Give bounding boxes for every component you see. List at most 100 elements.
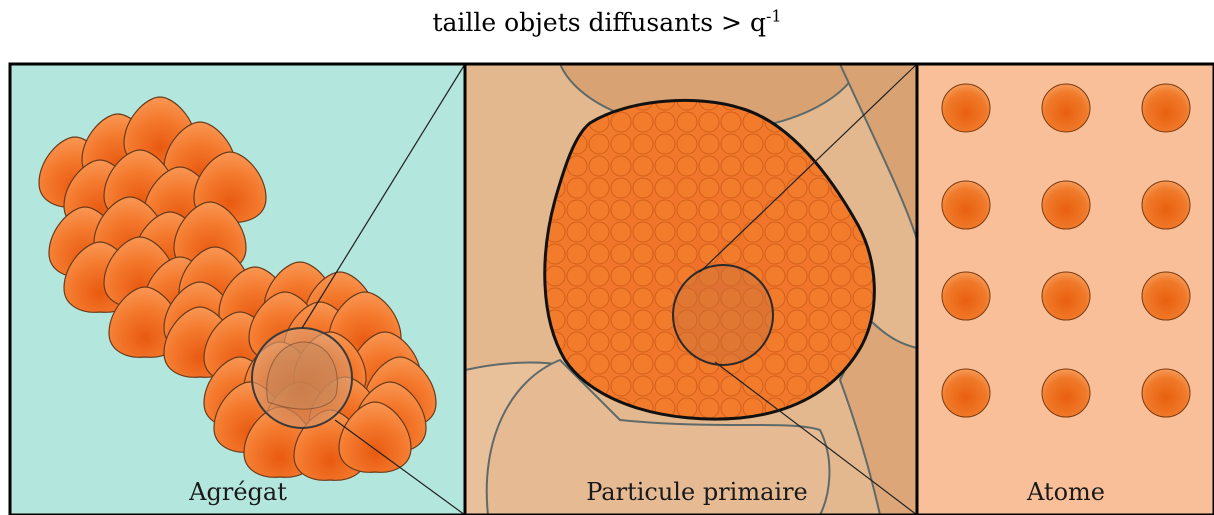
small-atom — [588, 265, 610, 287]
small-atom — [632, 133, 654, 155]
small-atom — [830, 287, 852, 309]
small-atom — [654, 100, 676, 111]
small-atom — [698, 243, 720, 265]
small-atom — [654, 331, 676, 353]
small-atom — [610, 243, 632, 265]
small-atom — [654, 353, 676, 375]
small-atom — [764, 309, 786, 331]
small-atom — [764, 243, 786, 265]
small-atom — [676, 397, 698, 419]
small-atom — [544, 265, 566, 287]
small-atom — [720, 287, 742, 309]
small-atom — [676, 309, 698, 331]
small-atom — [676, 331, 698, 353]
small-atom — [720, 199, 742, 221]
small-atom — [720, 309, 742, 331]
small-atom — [698, 397, 720, 419]
small-atom — [632, 177, 654, 199]
small-atom — [654, 221, 676, 243]
small-atom — [720, 133, 742, 155]
atom — [941, 180, 991, 230]
atom — [1141, 368, 1191, 418]
small-atom — [698, 221, 720, 243]
small-atom — [786, 287, 808, 309]
small-atom — [632, 375, 654, 397]
title-text: taille objets diffusants > q — [432, 8, 766, 37]
small-atom — [786, 177, 808, 199]
small-atom — [610, 155, 632, 177]
small-atom — [786, 353, 808, 375]
small-atom — [698, 331, 720, 353]
small-atom — [588, 133, 610, 155]
small-atom — [786, 221, 808, 243]
small-atom — [610, 133, 632, 155]
small-atom — [764, 133, 786, 155]
small-atom — [720, 397, 742, 419]
small-atom — [742, 243, 764, 265]
small-atom — [808, 353, 830, 375]
small-atom — [610, 111, 632, 133]
small-atom — [764, 353, 786, 375]
small-atom — [720, 243, 742, 265]
small-atom — [654, 199, 676, 221]
small-atom — [764, 287, 786, 309]
small-atom — [676, 221, 698, 243]
zoom-connectors — [301, 63, 918, 515]
small-atom — [654, 133, 676, 155]
small-atom — [566, 265, 588, 287]
small-atom — [632, 331, 654, 353]
small-atom — [676, 155, 698, 177]
small-atom — [632, 265, 654, 287]
small-atom — [676, 375, 698, 397]
small-atom — [676, 199, 698, 221]
small-atom — [610, 199, 632, 221]
small-atom — [830, 331, 852, 353]
label-atome: Atome — [1026, 478, 1105, 506]
small-atom — [698, 133, 720, 155]
small-atom — [720, 331, 742, 353]
small-atom — [566, 309, 588, 331]
small-atom — [852, 287, 874, 309]
small-atom — [830, 243, 852, 265]
small-atom — [742, 199, 764, 221]
small-atom — [786, 243, 808, 265]
small-atom — [676, 133, 698, 155]
small-atom — [632, 199, 654, 221]
small-atom — [720, 177, 742, 199]
small-atom — [742, 177, 764, 199]
small-atom — [808, 221, 830, 243]
small-atom — [676, 243, 698, 265]
small-atom — [786, 199, 808, 221]
atom — [941, 368, 991, 418]
small-atom — [720, 111, 742, 133]
zoom-lens-circle-2 — [672, 264, 774, 366]
small-atom — [632, 155, 654, 177]
small-atom — [742, 221, 764, 243]
small-atom — [610, 353, 632, 375]
small-atom — [808, 199, 830, 221]
small-atom — [786, 375, 808, 397]
atom-array — [941, 83, 1191, 418]
small-atom — [764, 199, 786, 221]
small-atom — [654, 265, 676, 287]
small-atom — [588, 331, 610, 353]
small-atom — [676, 353, 698, 375]
small-atom — [786, 265, 808, 287]
small-atom — [654, 309, 676, 331]
small-atom — [610, 309, 632, 331]
small-atom — [786, 155, 808, 177]
small-atom — [698, 111, 720, 133]
small-atom — [610, 177, 632, 199]
atom — [941, 83, 991, 133]
small-atom — [786, 331, 808, 353]
small-atom — [566, 243, 588, 265]
small-atom — [764, 177, 786, 199]
small-atom — [698, 287, 720, 309]
small-atom — [610, 221, 632, 243]
small-atom — [764, 375, 786, 397]
small-atom — [808, 331, 830, 353]
small-atom — [610, 375, 632, 397]
atom — [1041, 83, 1091, 133]
small-atom — [808, 265, 830, 287]
